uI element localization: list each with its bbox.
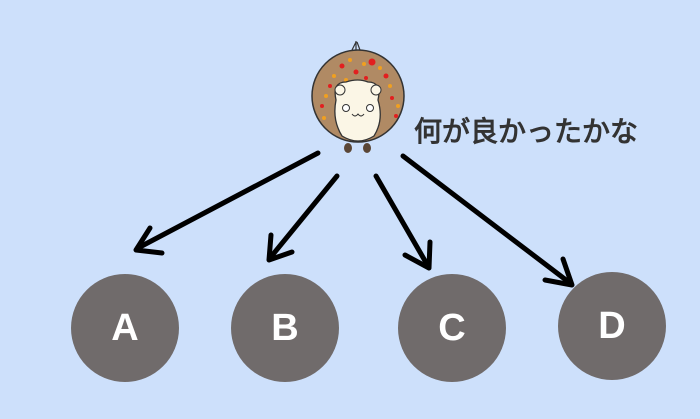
arrow-to-c	[373, 173, 433, 271]
hedgehog-icon	[311, 41, 405, 153]
option-c: C	[398, 274, 506, 382]
question-caption: 何が良かったかな	[414, 115, 639, 148]
option-a: A	[71, 274, 179, 382]
option-b: B	[231, 274, 339, 382]
arrow-to-d	[400, 153, 575, 288]
arrow-to-b	[266, 173, 340, 263]
option-d: D	[558, 272, 666, 380]
arrow-to-a	[133, 150, 321, 256]
